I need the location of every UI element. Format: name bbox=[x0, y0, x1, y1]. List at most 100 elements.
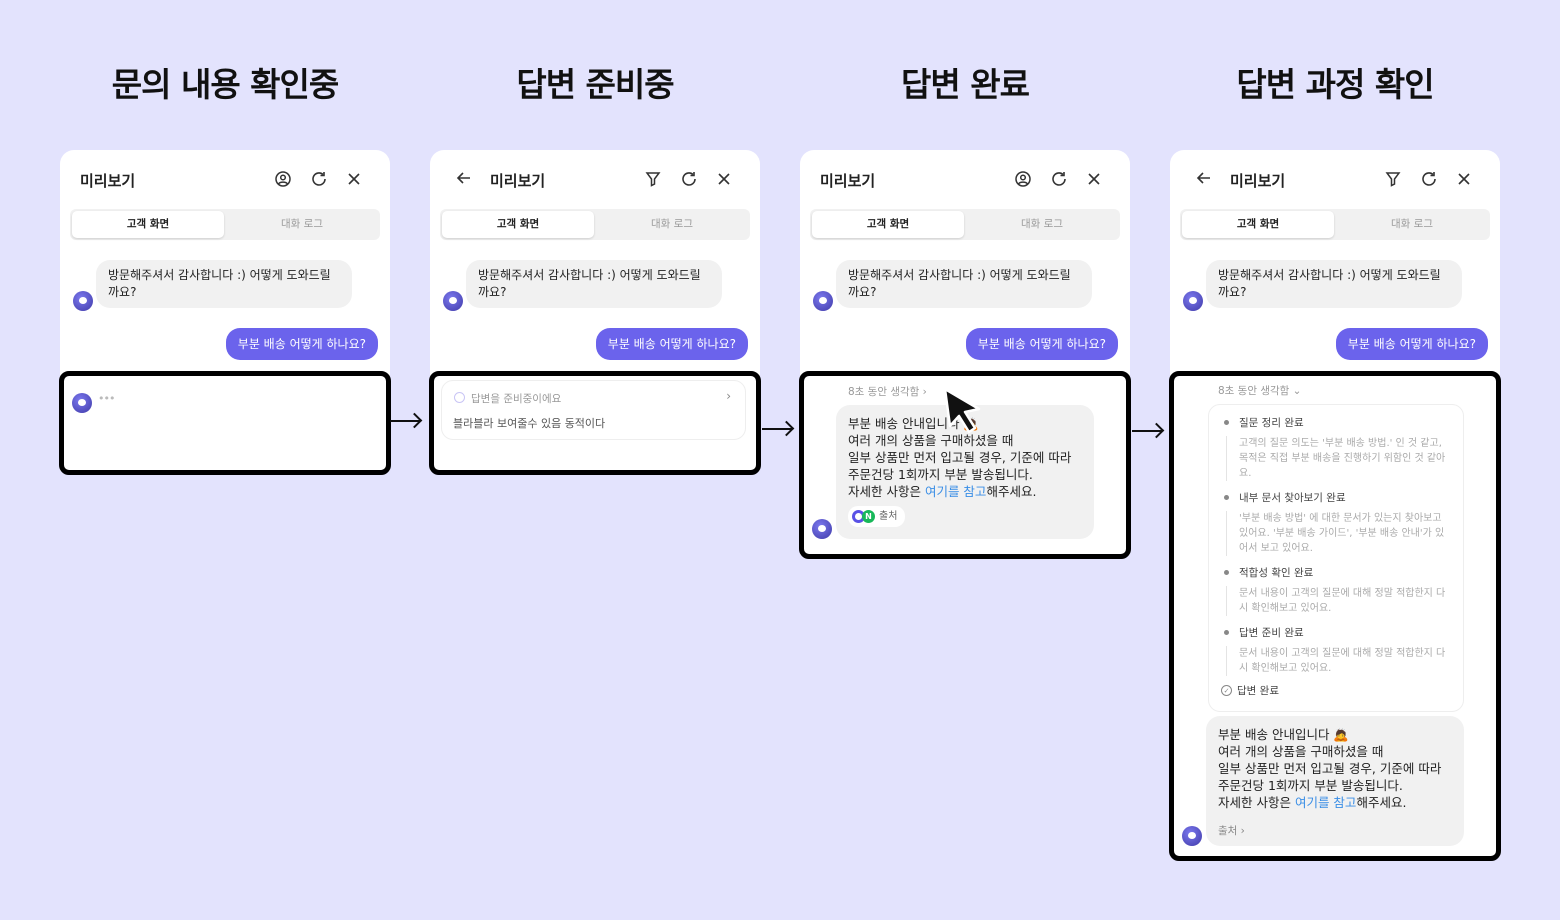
source-label: 출처 bbox=[1218, 825, 1238, 837]
preview-panel: 미리보기 고객 화면 대화 로그 방문해주셔서 감사합니다 :) 어떻게 도와드… bbox=[799, 150, 1131, 559]
chevron-right-icon: › bbox=[1240, 825, 1245, 837]
answer-line: 주문건당 1회까지 부분 발송됩니다. bbox=[848, 467, 1033, 482]
close-icon[interactable] bbox=[714, 169, 734, 189]
back-arrow-icon[interactable] bbox=[1194, 168, 1214, 188]
stage-title: 답변 완료 bbox=[901, 65, 1030, 104]
reasoning-step-title: 질문 정리 완료 bbox=[1221, 415, 1451, 430]
source-chip[interactable]: N 출처 bbox=[848, 506, 906, 527]
answer-text: 해주세요. bbox=[1356, 795, 1407, 810]
chevron-right-icon[interactable]: › bbox=[726, 389, 731, 403]
flow-arrow bbox=[762, 428, 792, 430]
reasoning-step-desc: '부분 배송 방법' 에 대한 문서가 있는지 찾아보고 있어요. '부분 배송… bbox=[1226, 511, 1451, 556]
back-arrow-icon[interactable] bbox=[454, 168, 474, 188]
answer-text: 자세한 사항은 bbox=[1218, 795, 1295, 810]
user-message: 부분 배송 어떻게 하나요? bbox=[595, 328, 748, 360]
panel-title: 미리보기 bbox=[490, 172, 546, 190]
refresh-icon[interactable] bbox=[679, 169, 699, 189]
answer-line: 여러 개의 상품을 구매하셨을 때 bbox=[848, 433, 1014, 448]
user-message: 부분 배송 어떻게 하나요? bbox=[225, 328, 378, 360]
close-icon[interactable] bbox=[1084, 169, 1104, 189]
chevron-right-icon: › bbox=[922, 386, 927, 398]
tab-customer-view[interactable]: 고객 화면 bbox=[72, 211, 224, 238]
panel-title: 미리보기 bbox=[1230, 172, 1286, 190]
thinking-label: 8초 동안 생각함 bbox=[848, 386, 920, 398]
view-tabs: 고객 화면 대화 로그 bbox=[810, 209, 1120, 240]
source-link[interactable]: 출처 › bbox=[1218, 823, 1452, 840]
user-circle-icon[interactable] bbox=[1013, 169, 1033, 189]
answer-line: 여러 개의 상품을 구매하셨을 때 bbox=[1218, 744, 1384, 759]
tab-customer-view[interactable]: 고객 화면 bbox=[812, 211, 964, 238]
stage-title: 문의 내용 확인중 bbox=[111, 65, 340, 104]
flow-arrow bbox=[1132, 430, 1162, 432]
view-tabs: 고객 화면 대화 로그 bbox=[440, 209, 750, 240]
stage-title: 답변 과정 확인 bbox=[1236, 65, 1434, 104]
reasoning-step-title: 답변 준비 완료 bbox=[1221, 625, 1451, 640]
source-label: 출처 bbox=[879, 511, 898, 522]
answer-line: 일부 상품만 먼저 입고될 경우, 기준에 따라 bbox=[1218, 761, 1442, 776]
thinking-label: 8초 동안 생각함 bbox=[1218, 385, 1290, 397]
bot-avatar-icon bbox=[73, 291, 93, 311]
tab-conversation-log[interactable]: 대화 로그 bbox=[281, 218, 323, 230]
filter-icon[interactable] bbox=[1383, 169, 1403, 189]
filter-icon[interactable] bbox=[643, 169, 663, 189]
reasoning-step-desc: 문서 내용이 고객의 질문에 대해 정말 적합한지 다시 확인해보고 있어요. bbox=[1226, 586, 1451, 616]
preparing-card[interactable]: 답변을 준비중이에요 › 블라블라 보여줄수 있음 동적이다 bbox=[441, 380, 746, 440]
chat-bubble-icon bbox=[454, 392, 465, 403]
mouse-cursor-icon bbox=[943, 387, 981, 434]
bot-greeting-message: 방문해주셔서 감사합니다 :) 어떻게 도와드릴까요? bbox=[466, 260, 722, 308]
refresh-icon[interactable] bbox=[309, 169, 329, 189]
answer-text: 해주세요. bbox=[986, 484, 1037, 499]
reasoning-step-desc: 고객의 질문 의도는 '부분 배송 방법.' 인 것 같고, 목적은 직접 부분… bbox=[1226, 436, 1451, 481]
user-message: 부분 배송 어떻게 하나요? bbox=[1335, 328, 1488, 360]
preparing-label: 답변을 준비중이에요 bbox=[471, 393, 562, 405]
highlight-box: 답변을 준비중이에요 › 블라블라 보여줄수 있음 동적이다 bbox=[429, 371, 761, 475]
user-circle-icon[interactable] bbox=[273, 169, 293, 189]
tab-conversation-log[interactable]: 대화 로그 bbox=[1391, 218, 1433, 230]
answer-line: 주문건당 1회까지 부분 발송됩니다. bbox=[1218, 778, 1403, 793]
highlight-box: 8초 동안 생각함 › 부분 배송 안내입니다 🙇 여러 개의 상품을 구매하셨… bbox=[799, 371, 1131, 559]
bot-avatar-icon bbox=[812, 519, 832, 539]
chevron-down-icon: ⌄ bbox=[1292, 385, 1302, 397]
preview-panel: 미리보기 고객 화면 대화 로그 방문해주셔서 감사합니다 :) 어떻게 도와드… bbox=[1169, 150, 1501, 861]
reference-link[interactable]: 여기를 참고 bbox=[924, 484, 987, 499]
tab-conversation-log[interactable]: 대화 로그 bbox=[651, 218, 693, 230]
close-icon[interactable] bbox=[1454, 169, 1474, 189]
panel-title: 미리보기 bbox=[820, 172, 876, 190]
refresh-icon[interactable] bbox=[1049, 169, 1069, 189]
answer-line: 자세한 사항은 여기를 참고해주세요. bbox=[848, 483, 1082, 500]
reasoning-step-title: 내부 문서 찾아보기 완료 bbox=[1221, 490, 1451, 505]
panel-header: 미리보기 bbox=[60, 150, 390, 208]
preview-panel: 미리보기 고객 화면 대화 로그 방문해주셔서 감사합니다 :) 어떻게 도와드… bbox=[429, 150, 761, 475]
panel-title: 미리보기 bbox=[80, 172, 136, 190]
reasoning-step-desc: 문서 내용이 고객의 질문에 대해 정말 적합한지 다시 확인해보고 있어요. bbox=[1226, 646, 1451, 676]
panel-header: 미리보기 bbox=[800, 150, 1130, 208]
highlight-box: ••• bbox=[59, 371, 391, 475]
panel-header: 미리보기 bbox=[1170, 150, 1500, 208]
answer-line: 일부 상품만 먼저 입고될 경우, 기준에 따라 bbox=[848, 450, 1072, 465]
flow-arrow bbox=[390, 420, 420, 422]
tab-customer-view[interactable]: 고객 화면 bbox=[1182, 211, 1334, 238]
bot-greeting-message: 방문해주셔서 감사합니다 :) 어떻게 도와드릴까요? bbox=[96, 260, 352, 308]
view-tabs: 고객 화면 대화 로그 bbox=[1180, 209, 1490, 240]
naver-logo-icon: N bbox=[862, 510, 875, 523]
answer-bubble: 부분 배송 안내입니다 🙇 여러 개의 상품을 구매하셨을 때 일부 상품만 먼… bbox=[1206, 716, 1464, 846]
close-icon[interactable] bbox=[344, 169, 364, 189]
preview-panel: 미리보기 고객 화면 대화 로그 방문해주셔서 감사합니다 :) 어떻게 도와드… bbox=[59, 150, 391, 475]
bot-avatar-icon bbox=[72, 393, 92, 413]
preparing-body: 블라블라 보여줄수 있음 동적이다 bbox=[453, 417, 606, 430]
thinking-toggle[interactable]: 8초 동안 생각함 › bbox=[848, 384, 927, 399]
bot-avatar-icon bbox=[443, 291, 463, 311]
done-label: 답변 완료 bbox=[1237, 685, 1279, 697]
thinking-toggle[interactable]: 8초 동안 생각함 ⌄ bbox=[1218, 383, 1301, 398]
bot-greeting-message: 방문해주셔서 감사합니다 :) 어떻게 도와드릴까요? bbox=[1206, 260, 1462, 308]
refresh-icon[interactable] bbox=[1419, 169, 1439, 189]
tab-customer-view[interactable]: 고객 화면 bbox=[442, 211, 594, 238]
reference-link[interactable]: 여기를 참고 bbox=[1294, 795, 1357, 810]
view-tabs: 고객 화면 대화 로그 bbox=[70, 209, 380, 240]
tab-conversation-log[interactable]: 대화 로그 bbox=[1021, 218, 1063, 230]
reasoning-done: ✓답변 완료 bbox=[1221, 683, 1451, 698]
bot-avatar-icon bbox=[1182, 826, 1202, 846]
bot-greeting-message: 방문해주셔서 감사합니다 :) 어떻게 도와드릴까요? bbox=[836, 260, 1092, 308]
